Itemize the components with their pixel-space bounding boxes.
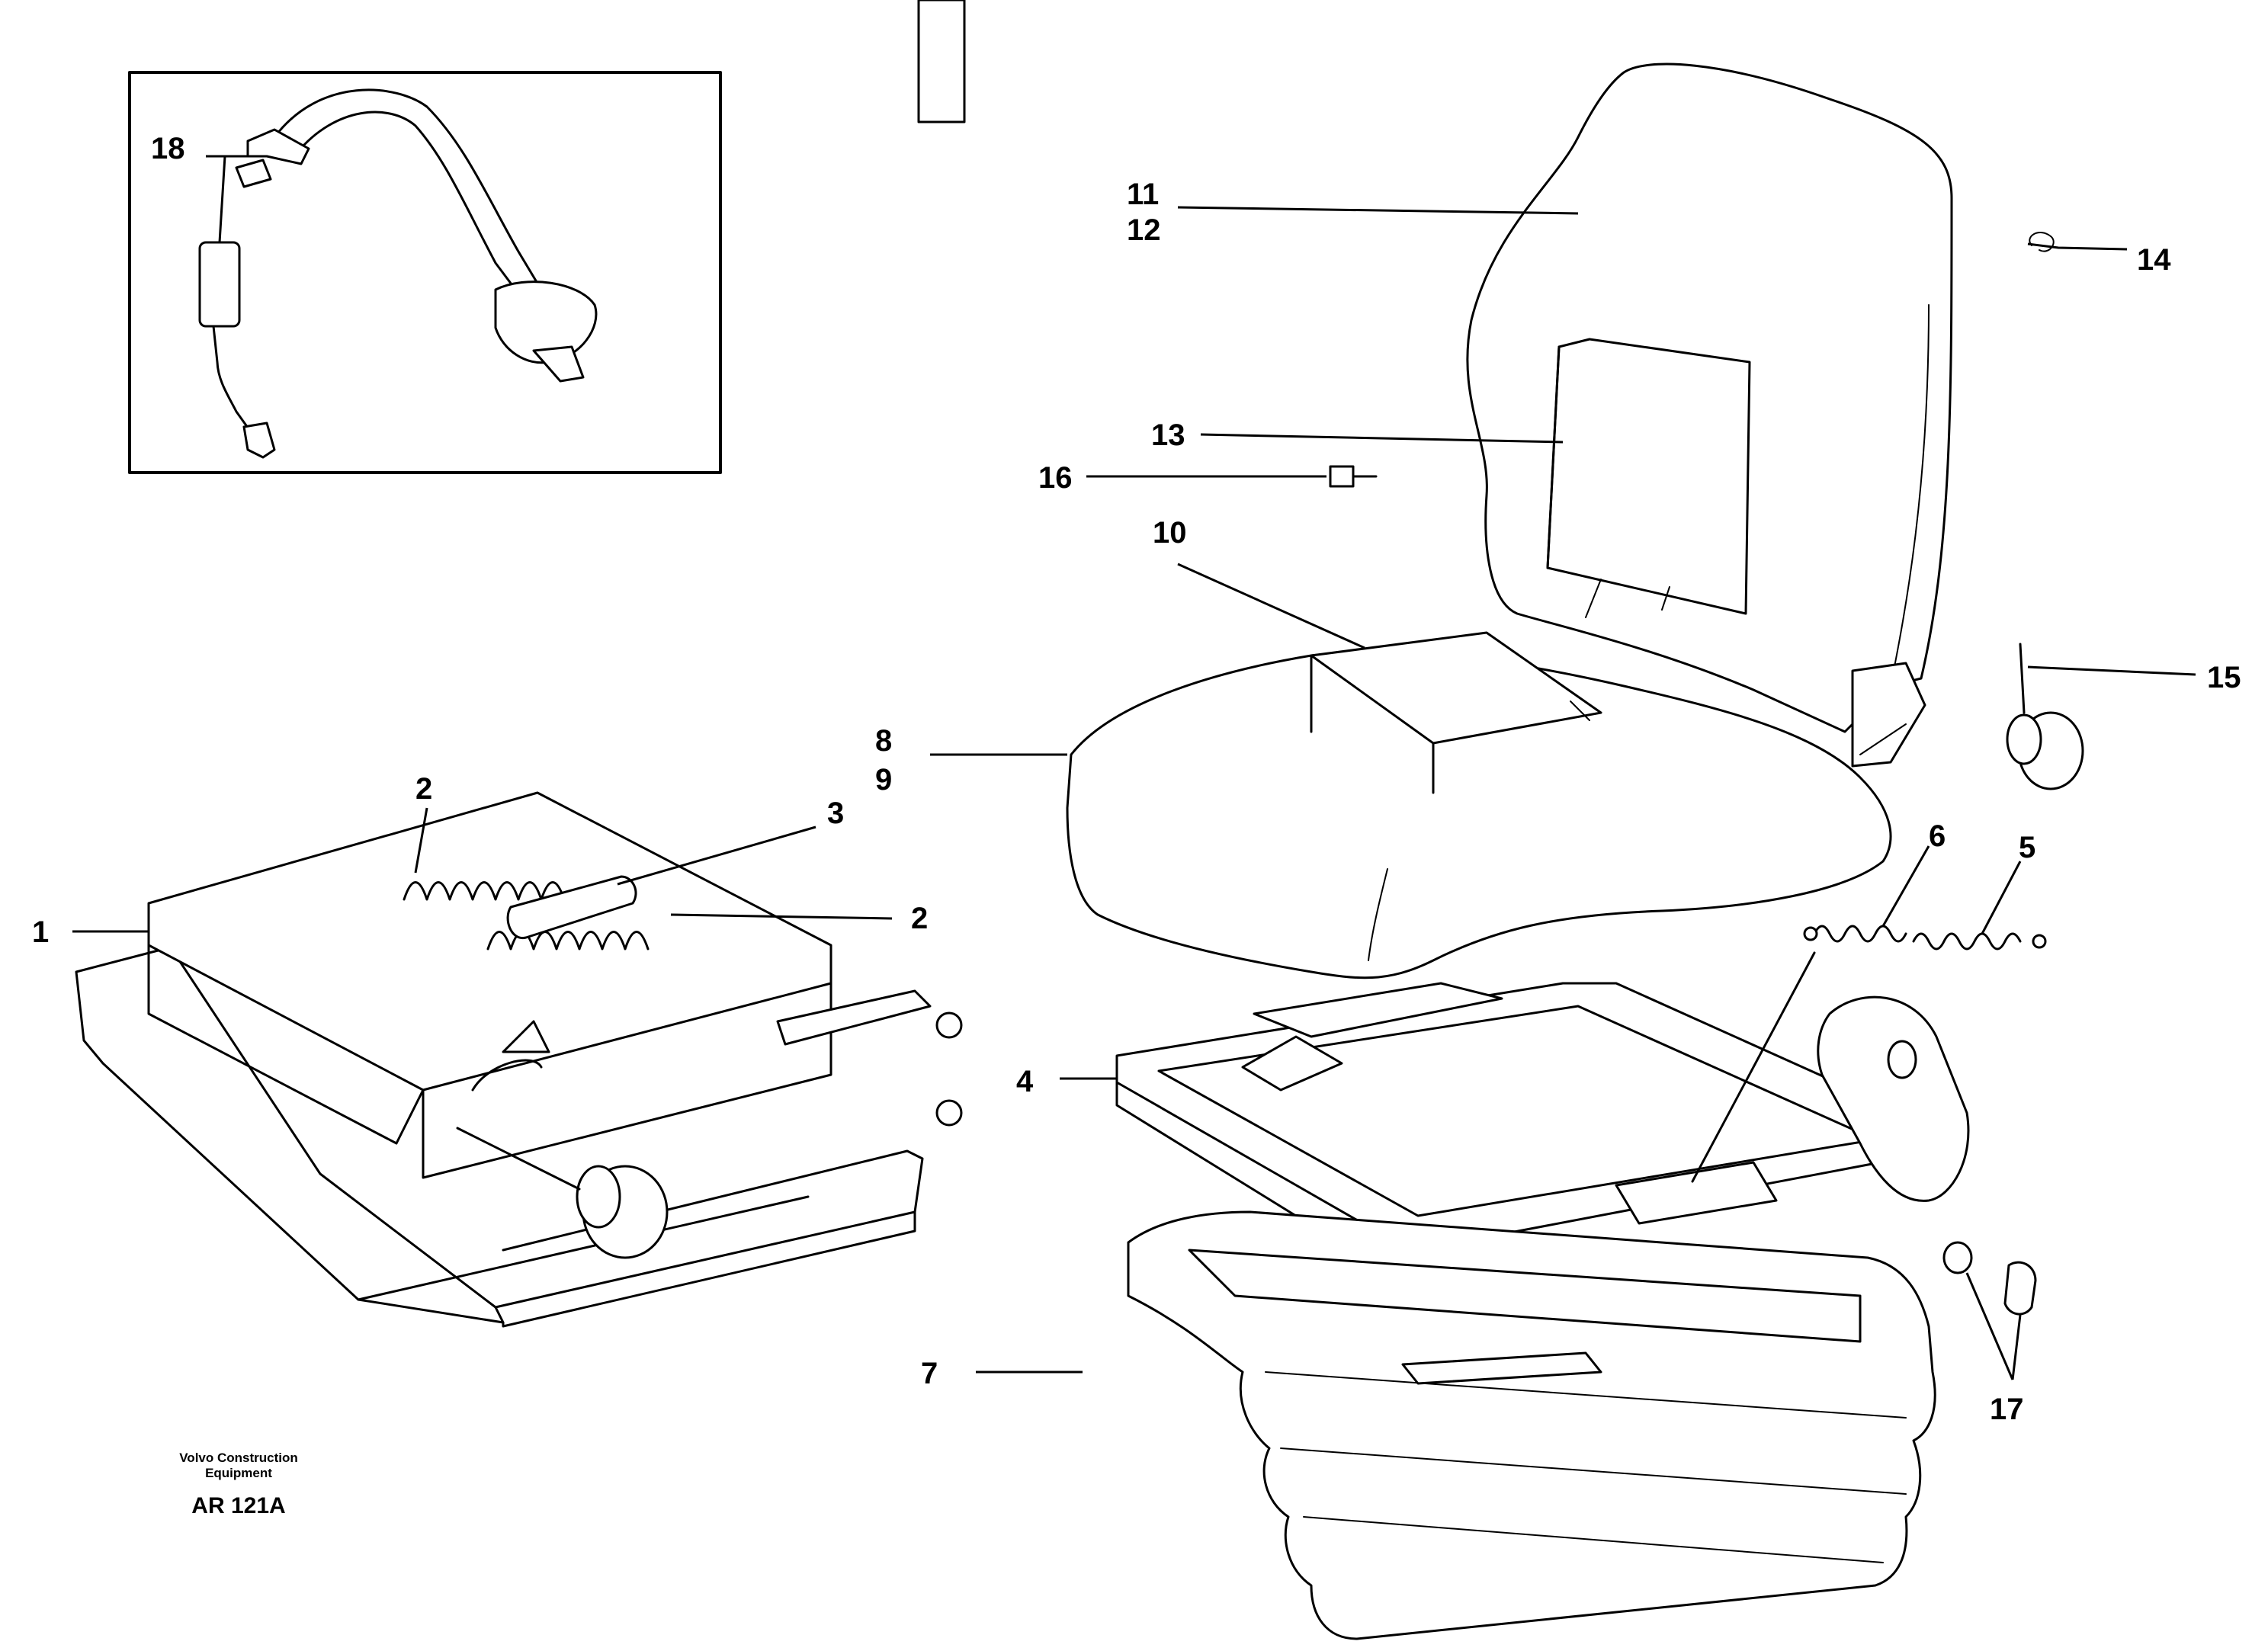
callout-18: 18 xyxy=(151,132,185,165)
belt-buckle xyxy=(198,241,241,328)
drawing-footer: Volvo Construction Equipment AR 121A xyxy=(179,1451,298,1518)
callout-14: 14 xyxy=(2137,243,2171,277)
callout-6: 6 xyxy=(1929,819,1946,853)
callout-5: 5 xyxy=(2019,831,2035,864)
callout-9: 9 xyxy=(875,763,892,797)
callout-7: 7 xyxy=(921,1357,938,1390)
bellows-body xyxy=(1127,1210,1936,1640)
springs-5-6 xyxy=(1803,925,2047,951)
spring-upper xyxy=(403,881,566,901)
bellows-base xyxy=(1127,1210,1936,1640)
callout-labels: 11 12 14 13 16 10 15 8 9 6 5 4 7 17 1 2 … xyxy=(32,178,2241,1426)
drawing-code: AR 121A xyxy=(191,1493,285,1518)
callout-12: 12 xyxy=(1127,213,1161,247)
callout-17: 17 xyxy=(1990,1393,2024,1426)
leader-lines xyxy=(72,206,2196,1380)
callout-8: 8 xyxy=(875,724,892,758)
seat-belt-inset: 18 xyxy=(128,71,722,474)
company-name-line1: Volvo Construction xyxy=(179,1451,298,1465)
seat-cushion xyxy=(1066,631,1892,979)
inset-frame xyxy=(128,71,722,474)
company-name-line2: Equipment xyxy=(205,1466,272,1480)
slide-lever-handle xyxy=(1817,995,1970,1202)
slide-frame xyxy=(1115,951,1970,1290)
callout-10: 10 xyxy=(1153,516,1187,550)
callout-4: 4 xyxy=(1016,1065,1034,1098)
callout-11: 11 xyxy=(1127,178,1159,211)
seat-backrest xyxy=(1466,63,1953,768)
callout-16: 16 xyxy=(1038,461,1073,495)
callout-1: 1 xyxy=(32,915,49,949)
callout-13: 13 xyxy=(1151,418,1185,452)
callout-2b: 2 xyxy=(911,902,928,935)
callout-3: 3 xyxy=(827,797,844,830)
recline-knob xyxy=(2006,643,2084,790)
belt-tongue xyxy=(246,128,310,165)
lumbar-panel xyxy=(1546,338,1751,615)
suspension-mechanism xyxy=(75,0,966,1328)
callout-2a: 2 xyxy=(415,772,432,806)
callout-15: 15 xyxy=(2207,661,2241,694)
spring-lower xyxy=(486,931,650,951)
damper xyxy=(506,875,637,939)
parts-17 xyxy=(1942,1241,2037,1316)
belt-strap xyxy=(273,88,543,295)
belt-retractor xyxy=(494,281,598,364)
cushion-insert xyxy=(1310,631,1602,745)
